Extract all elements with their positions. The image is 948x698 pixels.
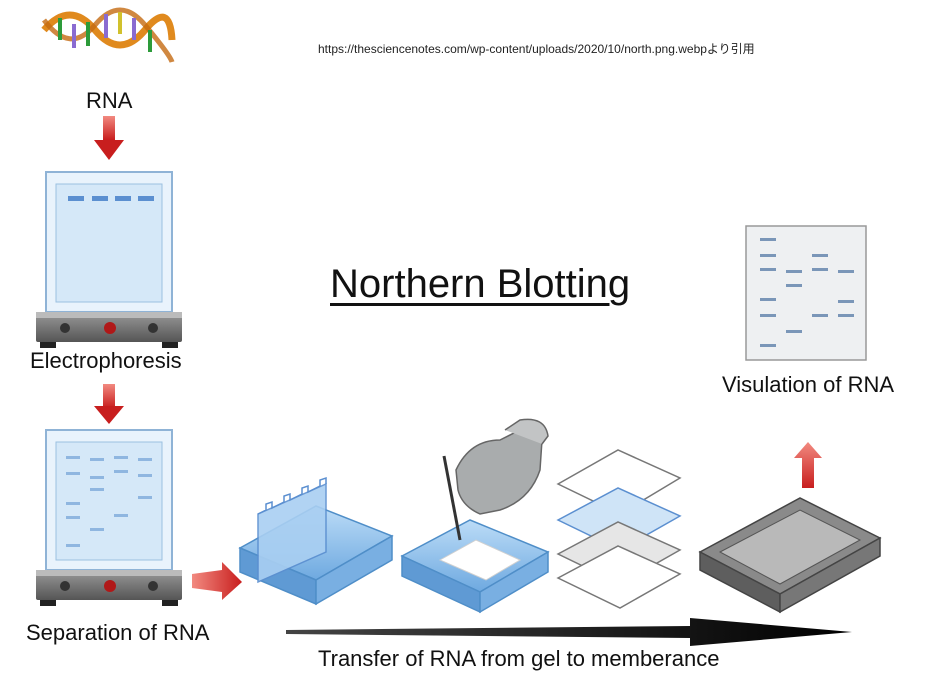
gel-tray-icon — [238, 476, 394, 606]
label-separation: Separation of RNA — [26, 620, 210, 645]
diagram-title: Northern Blotting — [330, 262, 631, 306]
label-rna: RNA — [86, 88, 133, 113]
membrane-stack-icon — [556, 449, 682, 609]
citation-text: https://thesciencenotes.com/wp-content/u… — [318, 42, 755, 56]
gel-separation-apparatus-icon — [36, 429, 182, 606]
long-arrow-right-icon — [286, 618, 852, 646]
label-transfer: Transfer of RNA from gel to memberance — [318, 646, 720, 671]
label-electrophoresis: Electrophoresis — [30, 348, 182, 373]
rna-helix-icon — [41, 7, 176, 63]
electrophoresis-apparatus-icon — [36, 171, 182, 348]
arrow-down-icon — [94, 116, 124, 160]
arrow-down-icon — [94, 384, 124, 424]
transfer-tray-with-hand-icon — [400, 418, 550, 614]
blot-result-icon — [745, 225, 867, 361]
arrow-right-icon — [192, 562, 242, 600]
arrow-up-icon — [794, 442, 822, 488]
imaging-plate-icon — [698, 497, 882, 614]
label-visualization: Visulation of RNA — [722, 372, 895, 397]
